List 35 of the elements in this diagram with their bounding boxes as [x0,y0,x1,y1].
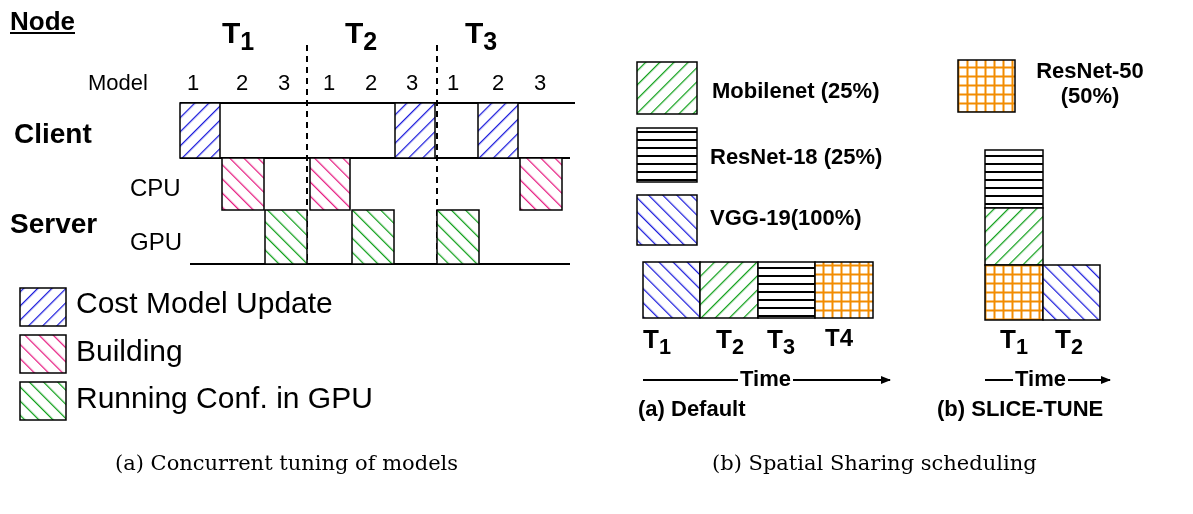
model-number: 2 [492,72,505,94]
legend-label: Cost Model Update [76,288,333,318]
model-number: 1 [447,72,460,94]
caption: (b) Spatial Sharing scheduling [712,453,1037,474]
subfigure-title: (b) SLICE-TUNE [937,398,1104,420]
slot-label: T$_{3}$ [767,326,795,358]
model-number: 3 [534,72,547,94]
legend-label: ResNet-50 (50%) [1035,58,1145,109]
slot-label: T$_{1}$ [643,326,671,358]
legend-label: Mobilenet (25%) [712,80,880,102]
period-label: T$_{1}$ [222,18,255,54]
legend-label: Building [76,336,183,366]
model-number: 2 [365,72,378,94]
period-label: T$_{2}$ [345,18,378,54]
model-number: 2 [236,72,249,94]
slot-label: T$_{2}$ [1055,326,1083,358]
model-number: 1 [187,72,200,94]
axis-label: Model [88,72,148,94]
period-label: T$_{3}$ [465,18,498,54]
caption: (a) Concurrent tuning of models [115,453,459,474]
slot-label: T$_{1}$ [1000,326,1028,358]
row-label: GPU [130,230,182,254]
model-number: 3 [278,72,291,94]
legend-label: ResNet-18 (25%) [710,146,883,168]
model-number: 3 [406,72,419,94]
legend-label: Running Conf. in GPU [76,383,373,413]
slot-label: T4 [825,326,853,350]
row-label: Server [10,210,98,238]
row-label: Client [14,120,92,148]
slot-label: T$_{2}$ [716,326,744,358]
row-label: CPU [130,176,181,200]
model-number: 1 [323,72,336,94]
legend-label: VGG-19(100%) [710,207,862,229]
subfigure-title: (a) Default [638,398,746,420]
heading: Node [10,8,75,34]
